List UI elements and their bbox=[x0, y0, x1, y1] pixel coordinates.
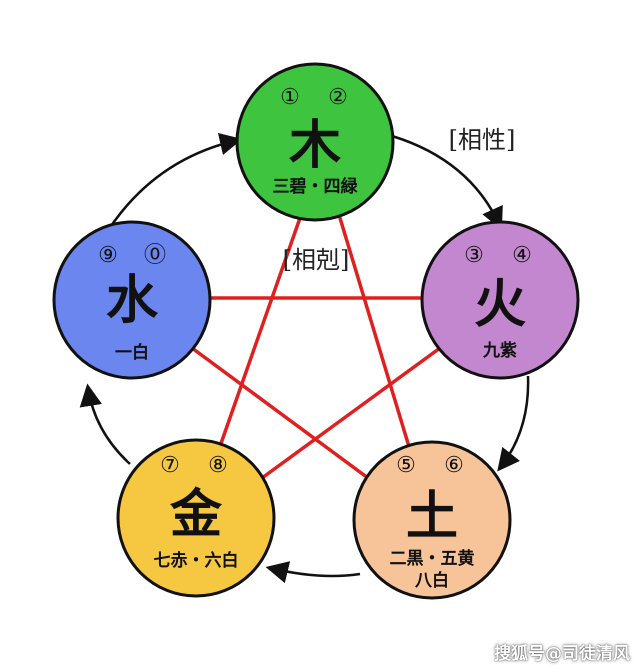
watermark: 搜狐号@司徒清风 bbox=[494, 644, 630, 664]
water-glyph: 水 bbox=[106, 270, 159, 331]
earth-circle bbox=[352, 440, 512, 600]
fire-glyph: 火 bbox=[474, 274, 526, 335]
fire-stars: 九紫 bbox=[482, 340, 517, 361]
fire-number-1: ③ bbox=[464, 243, 484, 268]
wood-stars: 三碧・四緑 bbox=[273, 176, 359, 197]
water-stars: 一白 bbox=[115, 342, 149, 363]
element-fire: ③ ④ 火 九紫 bbox=[420, 220, 580, 380]
earth-number-2: ⑥ bbox=[444, 453, 464, 478]
line-wood-earth bbox=[338, 216, 412, 452]
metal-number-2: ⑧ bbox=[208, 453, 228, 478]
arrow-wood-to-fire bbox=[391, 134, 503, 231]
earth-glyph: 土 bbox=[406, 486, 458, 547]
metal-circle bbox=[116, 438, 276, 598]
water-number-2: ⓪ bbox=[144, 243, 166, 268]
generation-cycle bbox=[79, 133, 530, 584]
arrow-metal-to-water bbox=[79, 383, 131, 465]
label-mutual-overcoming: [相剋] bbox=[283, 246, 350, 274]
label-mutual-generation: [相性] bbox=[449, 126, 516, 154]
line-fire-metal bbox=[260, 346, 442, 480]
wood-glyph: 木 bbox=[289, 115, 341, 176]
overcoming-star bbox=[190, 216, 442, 480]
metal-number-1: ⑦ bbox=[160, 453, 180, 478]
arrow-water-to-wood bbox=[100, 133, 243, 241]
arrow-earth-to-metal bbox=[265, 561, 361, 584]
wood-circle bbox=[235, 62, 395, 222]
metal-stars: 七赤・六白 bbox=[154, 550, 239, 571]
line-water-earth bbox=[190, 346, 370, 480]
metal-glyph: 金 bbox=[169, 484, 223, 545]
element-wood: ① ② 木 三碧・四緑 bbox=[235, 62, 395, 222]
water-circle bbox=[52, 220, 212, 380]
earth-stars: 二黒・五黄 bbox=[390, 548, 475, 569]
water-number-1: ⑨ bbox=[98, 243, 118, 268]
earth-stars-line2: 八白 bbox=[415, 570, 449, 591]
earth-number-1: ⑤ bbox=[396, 453, 416, 478]
element-metal: ⑦ ⑧ 金 七赤・六白 bbox=[116, 438, 276, 598]
arrow-fire-to-earth bbox=[497, 375, 530, 472]
element-water: ⑨ ⓪ 水 一白 bbox=[52, 220, 212, 380]
fire-circle bbox=[420, 220, 580, 380]
element-earth: ⑤ ⑥ 土 二黒・五黄 八白 bbox=[352, 440, 512, 600]
line-wood-metal bbox=[216, 216, 302, 454]
wood-number-1: ① bbox=[280, 85, 300, 110]
fire-number-2: ④ bbox=[512, 243, 532, 268]
wood-number-2: ② bbox=[328, 85, 348, 110]
